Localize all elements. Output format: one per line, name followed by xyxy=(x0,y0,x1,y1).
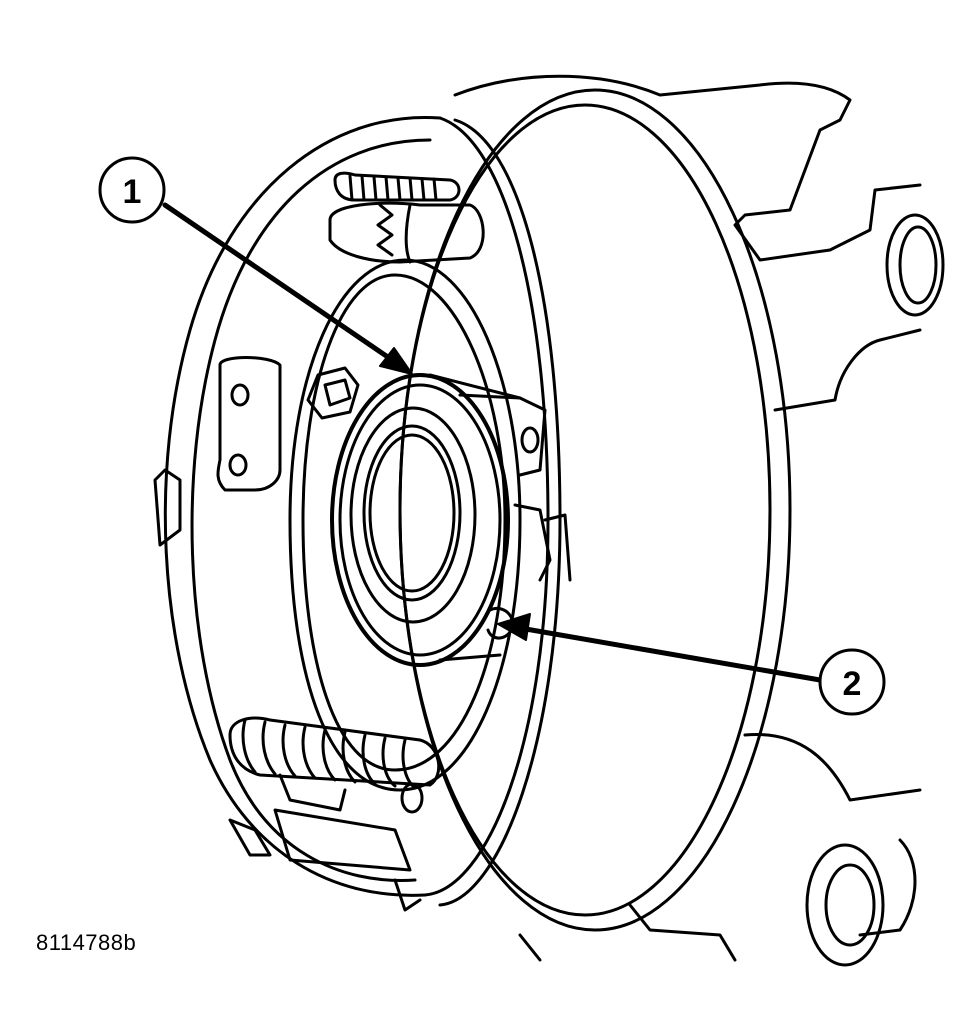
callout-2-leader xyxy=(517,625,823,683)
callout-2-arrowhead xyxy=(497,613,531,641)
callout-2-number: 2 xyxy=(843,665,862,703)
callout-1: 1 xyxy=(98,156,166,224)
left-clips xyxy=(153,356,282,547)
callout-2-circle xyxy=(818,648,886,716)
callout-1-leader xyxy=(162,202,401,367)
upper-spring xyxy=(328,171,485,264)
figure-id-label: 8114788b xyxy=(36,930,137,955)
callout-2: 2 xyxy=(818,648,886,716)
bolt-head xyxy=(306,366,360,420)
backing-plate xyxy=(398,88,792,932)
callout-1-arrowhead xyxy=(379,347,413,375)
axle-seal xyxy=(330,373,522,667)
callout-arrows xyxy=(162,202,823,683)
lower-spring xyxy=(228,716,441,912)
steering-knuckle xyxy=(453,74,945,967)
callout-1-circle xyxy=(98,156,166,224)
callout-1-number: 1 xyxy=(123,173,142,211)
